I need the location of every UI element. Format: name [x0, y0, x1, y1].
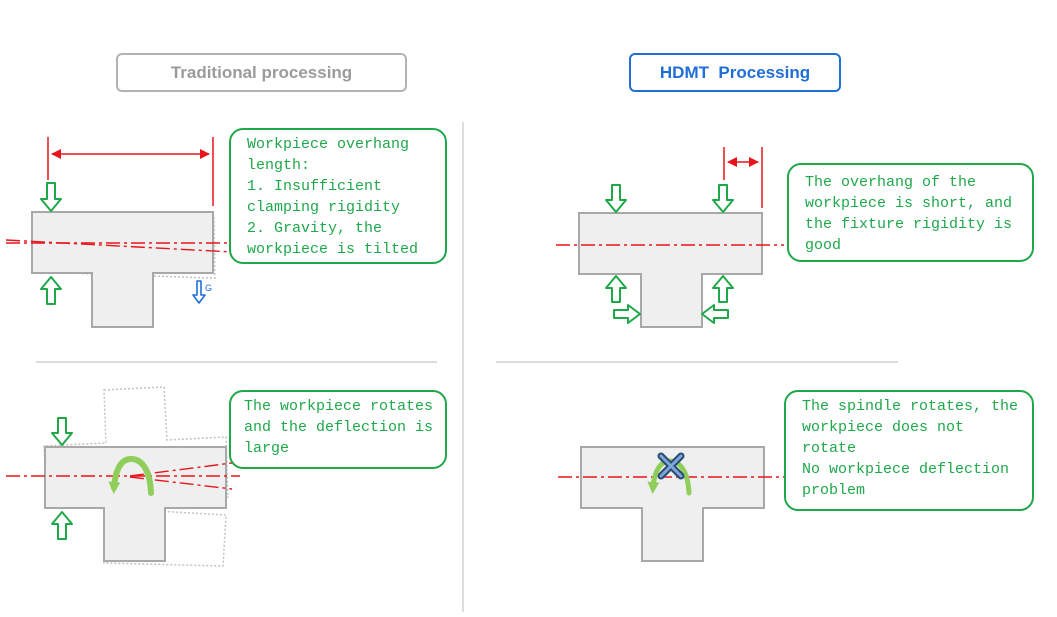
rotation-arrow-icon — [108, 455, 154, 496]
panel-hdmt-rotation — [558, 446, 784, 562]
traditional-processing-header: Traditional processing — [116, 53, 407, 92]
deflected-centerline-upper — [129, 462, 233, 477]
gravity-arrow-icon — [192, 280, 206, 304]
hdmt-processing-header-label: HDMT Processing — [659, 62, 811, 82]
clamp-arrow-bottom-icon — [40, 276, 62, 305]
clamp-arrow-top-icon — [51, 417, 73, 446]
overhang-short-note: The overhang of the workpiece is short, … — [787, 163, 1034, 262]
clamp-arrow-bottom-left-icon — [605, 275, 627, 303]
clamp-arrow-top-icon — [40, 182, 62, 212]
t-workpiece — [44, 446, 227, 562]
t-workpiece — [31, 211, 214, 328]
spindle-rotation-note: The spindle rotates, the workpiece does … — [784, 390, 1034, 511]
clamp-arrow-bottom-right-icon — [712, 275, 734, 303]
panel-traditional-rotation — [6, 386, 240, 567]
clamp-arrow-bottom-icon — [51, 511, 73, 540]
no-rotation-cross-icon — [657, 452, 685, 480]
panel-traditional-overhang — [5, 137, 236, 328]
rotated-workpiece-ghost — [43, 386, 229, 507]
rotation-deflection-note: The workpiece rotates and the deflection… — [229, 390, 447, 469]
t-workpiece — [578, 212, 763, 328]
deflected-centerline-lower — [129, 476, 233, 490]
clamp-arrow-top-left-icon — [605, 184, 627, 213]
tilted-centerline — [5, 239, 233, 253]
clamp-arrow-top-right-icon — [712, 184, 734, 213]
t-workpiece — [580, 446, 765, 562]
side-clamp-arrow-left-icon — [613, 304, 641, 324]
side-clamp-arrow-right-icon — [701, 304, 729, 324]
hdmt-processing-header: HDMT Processing — [629, 53, 841, 92]
rotated-workpiece-ghost-lower — [103, 507, 227, 567]
gravity-label: G — [205, 283, 213, 293]
overhang-long-note: Workpiece overhang length: 1. Insufficie… — [229, 128, 447, 264]
panel-hdmt-overhang — [556, 147, 784, 328]
